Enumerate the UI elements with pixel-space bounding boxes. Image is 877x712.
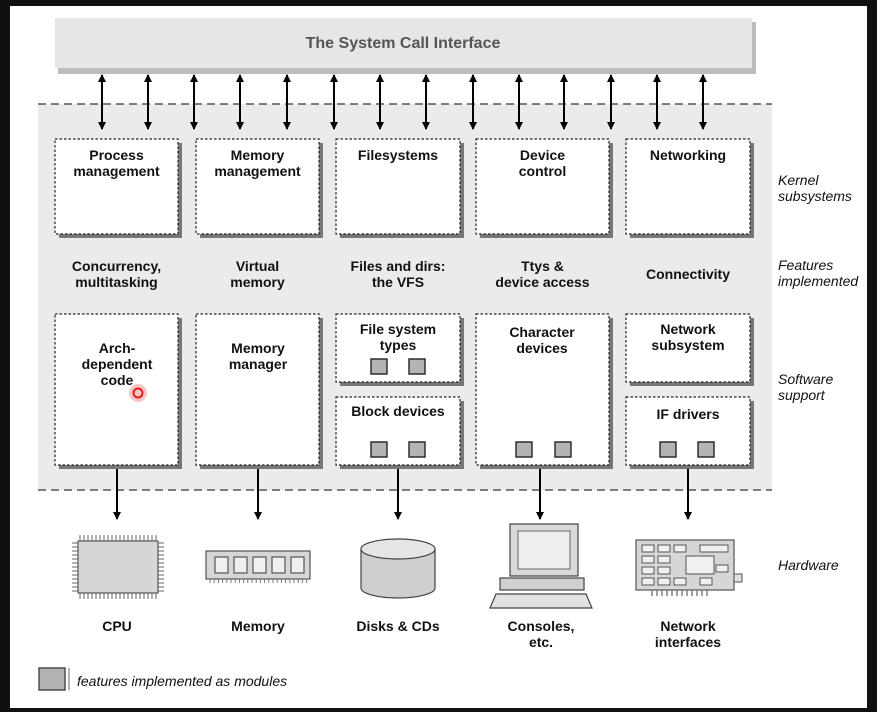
memory-chip-1: [233, 556, 248, 574]
network-card-chip-11: [657, 577, 671, 586]
feature-label-3: Ttys &device access: [495, 258, 589, 290]
row-label-hardware: Hardware: [778, 557, 839, 573]
hardware-label-2: Disks & CDs: [356, 618, 439, 634]
cpu-body: [77, 540, 159, 594]
feature-label-0: Concurrency,multitasking: [72, 258, 161, 290]
subsystem-box-2: [335, 138, 464, 238]
support-box-1-frame: [195, 313, 320, 466]
network-card-chip-1: [657, 544, 671, 553]
legend-module-square: [38, 667, 66, 691]
subsystem-box-4-frame: [625, 138, 751, 235]
subsystem-box-2-frame: [335, 138, 461, 235]
module-square-3a: [515, 441, 533, 458]
hardware-label-1: Memory: [231, 618, 285, 634]
network-card-chip-3: [699, 544, 729, 553]
cpu-chip-icon: [72, 535, 164, 599]
module-square-2c: [370, 441, 388, 458]
hardware-label-0: CPU: [102, 618, 132, 634]
support-label-4-bottom: IF drivers: [656, 406, 719, 422]
console-keyboard: [489, 593, 593, 609]
network-card-chip-0: [641, 544, 655, 553]
support-label-2-bottom: Block devices: [351, 403, 445, 419]
module-square-4a: [659, 441, 677, 458]
support-box-2-top: [335, 313, 464, 386]
feature-label-2: Files and dirs:the VFS: [351, 258, 446, 290]
feature-label-4: Connectivity: [646, 266, 730, 282]
legend-label: features implemented as modules: [77, 673, 287, 689]
support-box-2-bottom: [335, 396, 464, 469]
support-box-2-bottom-frame: [335, 396, 461, 466]
module-square-2b: [408, 358, 426, 375]
subsystem-box-1-frame: [195, 138, 320, 235]
network-card-chip-5: [657, 555, 671, 564]
subsystem-label-2: Filesystems: [358, 147, 438, 163]
subsystem-box-3-frame: [475, 138, 610, 235]
hardware-label-3: Consoles,etc.: [508, 618, 575, 650]
subsystem-box-1: [195, 138, 323, 238]
disk-body: [360, 548, 436, 599]
console-computer-icon: [489, 523, 593, 609]
disk-top: [360, 538, 436, 560]
support-box-4-bottom: [625, 396, 754, 469]
module-square-2d: [408, 441, 426, 458]
module-square-2a: [370, 358, 388, 375]
network-card-icon: [635, 539, 743, 596]
support-box-0-frame: [54, 313, 179, 466]
memory-module-icon: [205, 550, 311, 583]
support-box-2-top-frame: [335, 313, 461, 383]
network-card-port: [733, 573, 743, 583]
memory-chip-0: [214, 556, 229, 574]
subsystem-box-4: [625, 138, 754, 238]
support-box-4-top-frame: [625, 313, 751, 383]
module-square-4b: [697, 441, 715, 458]
network-card-chip-6: [685, 555, 715, 575]
support-box-4-bottom-frame: [625, 396, 751, 466]
support-box-0: [54, 313, 182, 469]
subsystem-box-3: [475, 138, 613, 238]
syscall-interface-bar: [55, 18, 752, 68]
cursor-marker-icon: [132, 387, 144, 399]
syscall-interface-label: The System Call Interface: [306, 35, 501, 52]
module-square-3b: [554, 441, 572, 458]
disk-cylinder-icon: [360, 538, 436, 599]
network-card-chip-8: [641, 566, 655, 575]
support-box-1: [195, 313, 323, 469]
subsystem-box-0: [54, 138, 182, 238]
network-card-chip-10: [641, 577, 655, 586]
support-box-4-top: [625, 313, 754, 386]
memory-chip-3: [271, 556, 286, 574]
network-card-chip-13: [699, 577, 713, 586]
memory-chip-2: [252, 556, 267, 574]
network-card-chip-12: [673, 577, 687, 586]
support-box-3-frame: [475, 313, 610, 466]
console-base: [499, 577, 585, 591]
network-card-chip-9: [657, 566, 671, 575]
subsystem-label-4: Networking: [650, 147, 726, 163]
cursor-marker-glow: [129, 384, 147, 402]
network-card-chip-2: [673, 544, 687, 553]
network-card-chip-7: [715, 564, 729, 573]
console-screen: [517, 530, 571, 570]
memory-chip-4: [290, 556, 305, 574]
support-box-3: [475, 313, 613, 469]
subsystem-box-0-frame: [54, 138, 179, 235]
network-card-chip-4: [641, 555, 655, 564]
